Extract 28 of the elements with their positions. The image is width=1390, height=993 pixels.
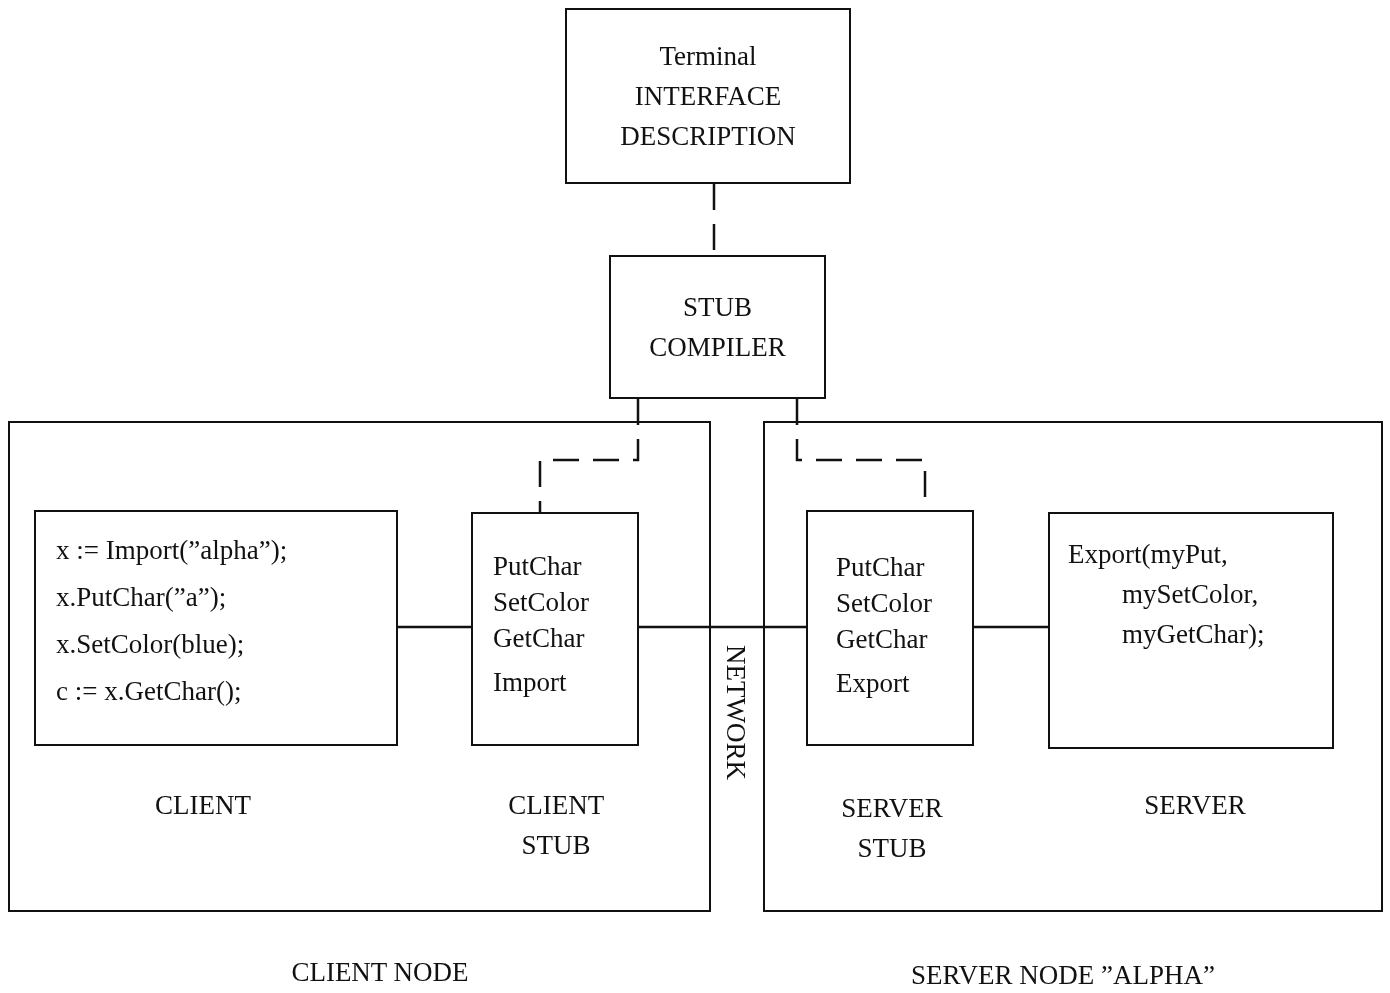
component-caption: CLIENT STUB bbox=[508, 789, 604, 862]
box-label: Terminal INTERFACE DESCRIPTION bbox=[620, 40, 796, 153]
code-line: GetChar bbox=[836, 623, 928, 656]
code-line: Import bbox=[493, 666, 567, 699]
code-line: PutChar bbox=[493, 550, 582, 583]
code-line: Export(myPut, mySetColor, myGetChar); bbox=[1068, 538, 1266, 651]
dashed-connector bbox=[538, 399, 640, 512]
code-line: x.SetColor(blue); bbox=[56, 628, 245, 661]
code-line: SetColor bbox=[836, 587, 932, 620]
connector-line bbox=[639, 625, 806, 629]
code-line: Export bbox=[836, 667, 910, 700]
code-line: PutChar bbox=[836, 551, 925, 584]
code-line: x.PutChar(”a”); bbox=[56, 581, 227, 614]
connector-line bbox=[974, 625, 1048, 629]
component-caption: SERVER STUB bbox=[841, 792, 943, 865]
code-line: GetChar bbox=[493, 622, 585, 655]
box-label: STUB COMPILER bbox=[649, 291, 786, 364]
code-line: x := Import(”alpha”); bbox=[56, 534, 288, 567]
process-box bbox=[565, 8, 851, 184]
connector-line bbox=[398, 625, 471, 629]
node-caption: SERVER NODE ”ALPHA” bbox=[911, 959, 1215, 992]
process-box bbox=[609, 255, 826, 399]
component-caption: SERVER bbox=[1144, 789, 1246, 822]
network-label: NETWORK bbox=[720, 645, 752, 780]
component-caption: CLIENT bbox=[155, 789, 251, 822]
node-caption: CLIENT NODE bbox=[291, 956, 469, 989]
code-line: c := x.GetChar(); bbox=[56, 675, 242, 708]
code-line: SetColor bbox=[493, 586, 589, 619]
